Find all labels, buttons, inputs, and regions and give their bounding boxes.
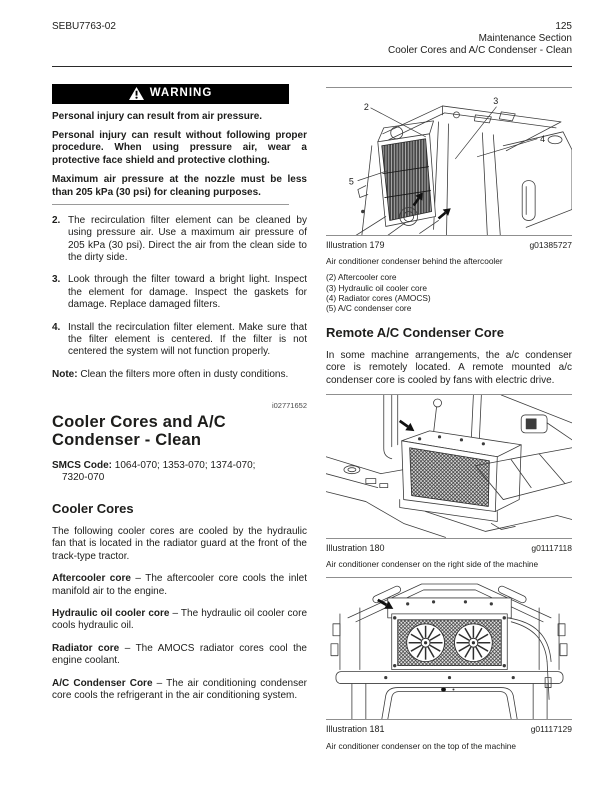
page-number: 125 <box>555 21 572 32</box>
figure-caption: Air conditioner condenser on the top of … <box>326 740 517 751</box>
definition-hydraulic-oil-cooler: Hydraulic oil cooler core – The hydrauli… <box>52 608 307 633</box>
callout-3: 3 <box>493 95 498 105</box>
content-columns: WARNING Personal injury can result from … <box>52 83 572 751</box>
definition-term: Aftercooler core <box>52 573 131 585</box>
note: Note: Clean the filters more often in du… <box>52 369 307 381</box>
step-item: 4. Install the recirculation filter elem… <box>52 322 307 359</box>
smcs-codes: 1064-070; 1353-070; 1374-070; <box>114 460 256 472</box>
definition-text: – The air conditioning condenser core co… <box>52 677 307 701</box>
figure-meta: Illustration 181 g01117129 <box>326 724 572 735</box>
note-text: Clean the filters more often in dusty co… <box>80 368 289 380</box>
part-item: (2) Aftercooler core <box>326 272 397 283</box>
figure-bottom-rule <box>326 537 572 539</box>
note-label: Note: <box>52 368 78 380</box>
definition-term: A/C Condenser Core <box>52 677 153 689</box>
step-item: 2. The recirculation filter element can … <box>52 215 307 265</box>
warning-title: WARNING <box>149 87 213 100</box>
warning-paragraph: Personal injury can result without follo… <box>52 129 307 166</box>
smcs-codes-continued: 7320-070 <box>62 472 105 484</box>
warning-icon <box>128 87 144 101</box>
part-item: (3) Hydraulic oil cooler core <box>326 282 427 293</box>
callout-4: 4 <box>540 133 545 143</box>
warning-bottom-rule <box>52 203 289 205</box>
definition-text: – The aftercooler core cools the inlet m… <box>52 573 307 597</box>
smcs-label: SMCS Code: <box>52 460 112 472</box>
warning-paragraph: Personal injury can result from air pres… <box>52 110 263 122</box>
figure-label: Illustration 181 <box>326 724 385 735</box>
section-title: Maintenance Section <box>478 33 572 45</box>
figure-caption: Air conditioner condenser on the right s… <box>326 558 539 569</box>
illustration-180-image <box>326 395 572 538</box>
figure-caption: Air conditioner condenser behind the aft… <box>326 256 503 267</box>
step-number: 2. <box>52 214 61 226</box>
figure-bottom-rule <box>326 234 572 236</box>
warning-paragraph: Maximum air pressure at the nozzle must … <box>52 174 307 198</box>
doc-code: SEBU7763-02 <box>52 21 116 32</box>
figure-180: Illustration 180 g01117118 Air condition… <box>326 394 572 569</box>
step-text: Look through the filter toward a bright … <box>68 274 307 311</box>
definition-radiator: Radiator core – The AMOCS radiator cores… <box>52 643 307 668</box>
warning-title-bar: WARNING <box>52 83 289 104</box>
figure-179: 2 3 4 5 Illustration 179 g01385727 Air c… <box>326 86 572 313</box>
figure-gid: g01385727 <box>529 239 572 250</box>
figure-top-rule <box>326 576 572 578</box>
definition-term: Radiator core <box>52 642 120 654</box>
definition-aftercooler: Aftercooler core – The aftercooler core … <box>52 573 307 598</box>
step-text: Install the recirculation filter element… <box>68 321 307 358</box>
callout-5: 5 <box>349 176 354 186</box>
article-id: i02771652 <box>271 401 307 411</box>
article-title: Cooler Cores and A/C Condenser - Clean <box>52 412 226 450</box>
step-number: 4. <box>52 321 61 333</box>
figure-181: Illustration 181 g01117129 Air condition… <box>326 576 572 751</box>
header-right-block: 125 Maintenance Section Cooler Cores and… <box>388 21 572 58</box>
part-item: (4) Radiator cores (AMOCS) <box>326 292 431 303</box>
page-header: SEBU7763-02 125 Maintenance Section Cool… <box>52 21 572 58</box>
right-column: 2 3 4 5 Illustration 179 g01385727 Air c… <box>326 84 572 751</box>
cooler-cores-intro: The following cooler cores are cooled by… <box>52 525 307 562</box>
illustration-179-image: 2 3 4 5 <box>349 95 572 235</box>
definition-ac-condenser: A/C Condenser Core – The air conditionin… <box>52 678 307 703</box>
definition-text: – The AMOCS radiator cores cool the engi… <box>52 642 307 667</box>
subsection-title: Cooler Cores and A/C Condenser - Clean <box>388 45 572 57</box>
header-rule <box>52 65 572 67</box>
section-heading-remote-condenser: Remote A/C Condenser Core <box>326 324 504 340</box>
figure-meta: Illustration 179 g01385727 <box>326 240 572 251</box>
illustration-181-image <box>330 583 568 720</box>
step-text: The recirculation filter element can be … <box>68 214 307 264</box>
warning-box: WARNING Personal injury can result from … <box>52 83 307 205</box>
figure-label: Illustration 180 <box>326 542 385 553</box>
definition-term: Hydraulic oil cooler core <box>52 607 170 619</box>
definition-text: – The hydraulic oil cooler core cools hy… <box>52 607 308 632</box>
figure-top-rule <box>326 86 572 88</box>
figure-gid: g01117129 <box>530 724 572 735</box>
figure-gid: g01117118 <box>531 542 572 553</box>
section-heading-cooler-cores: Cooler Cores <box>52 500 134 516</box>
left-column: WARNING Personal injury can result from … <box>52 83 307 751</box>
figure-bottom-rule <box>326 719 572 721</box>
figure-meta: Illustration 180 g01117118 <box>326 543 572 554</box>
callout-2: 2 <box>364 101 369 111</box>
part-item: (5) A/C condenser core <box>326 302 412 313</box>
figure-top-rule <box>326 394 572 396</box>
remote-condenser-body: In some machine arrangements, the a/c co… <box>326 349 572 386</box>
figure-label: Illustration 179 <box>326 239 385 250</box>
step-number: 3. <box>52 274 61 286</box>
smcs-code-line: SMCS Code: 1064-070; 1353-070; 1374-070;… <box>52 460 307 485</box>
figure-parts-list: (2) Aftercooler core (3) Hydraulic oil c… <box>326 272 572 312</box>
step-item: 3. Look through the filter toward a brig… <box>52 274 307 311</box>
